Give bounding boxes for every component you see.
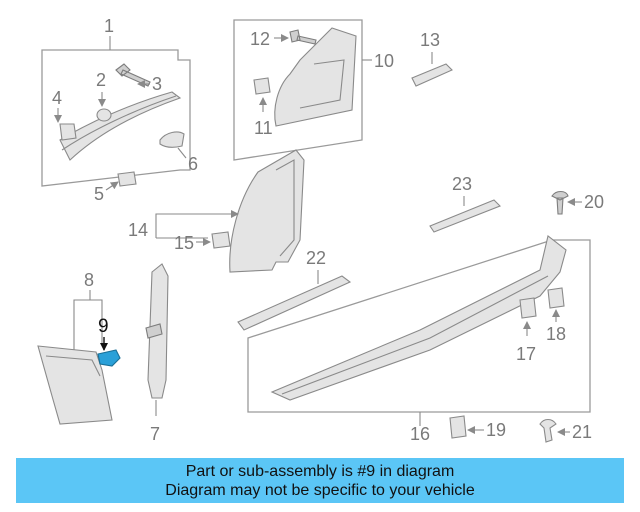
- part-19-clip: [449, 415, 467, 439]
- group-1-box: [41, 49, 191, 187]
- callout-16: 16: [410, 424, 430, 444]
- callout-6-leader: [177, 147, 187, 159]
- part-10-trim-inner: [299, 59, 345, 109]
- info-banner: Part or sub-assembly is #9 in diagram Di…: [16, 458, 624, 503]
- callout-5: 5: [94, 184, 104, 204]
- part-13-cover: [411, 63, 453, 87]
- part-8-kick-panel-edge: [45, 355, 101, 377]
- part-22-strip: [237, 275, 352, 331]
- part-7-tab: [145, 323, 163, 339]
- part-21-clip: [539, 418, 557, 443]
- part-11-clip: [253, 77, 271, 95]
- part-17-clip: [519, 297, 537, 319]
- part-2-bolt: [115, 63, 151, 87]
- part-23-strip: [429, 199, 501, 233]
- callout-1: 1: [104, 16, 114, 36]
- part-8-kick-panel: [37, 345, 113, 425]
- part-2-clip: [96, 108, 112, 122]
- callout-4: 4: [52, 88, 62, 108]
- callout-10: 10: [374, 51, 394, 71]
- callout-22: 22: [306, 248, 326, 268]
- part-10-trim: [274, 27, 357, 127]
- part-12-screw: [289, 29, 317, 45]
- callout-11: 11: [254, 118, 273, 138]
- callout-2: 2: [96, 70, 106, 90]
- callout-7: 7: [150, 424, 160, 444]
- callout-23: 23: [452, 174, 472, 194]
- banner-line-1: Part or sub-assembly is #9 in diagram: [185, 462, 455, 480]
- part-16-sill-plate: [270, 235, 567, 401]
- callout-3: 3: [152, 74, 162, 94]
- group-16-box: [247, 239, 591, 413]
- part-15-clip: [211, 231, 231, 249]
- parts-diagram: 1 3 2 4 5 6 10 12 11 13 14 15 23: [37, 16, 604, 444]
- callout-15: 15: [174, 233, 194, 253]
- callout-14-leader: [155, 210, 239, 230]
- banner-line-2: Diagram may not be specific to your vehi…: [165, 481, 475, 499]
- callout-14: 14: [128, 220, 148, 240]
- callout-6: 6: [188, 154, 198, 174]
- part-upper-garnish: [59, 91, 182, 161]
- callout-5-leader: [105, 181, 119, 191]
- callout-20: 20: [584, 192, 604, 212]
- callout-8: 8: [84, 270, 94, 290]
- part-14-pillar-edge: [275, 159, 295, 257]
- part-18-clip: [547, 287, 565, 309]
- part-4-clip: [59, 123, 77, 141]
- callout-9: 9: [98, 316, 109, 337]
- part-5-clip: [117, 171, 137, 187]
- part-upper-garnish-edge: [61, 95, 177, 151]
- callout-18: 18: [546, 324, 566, 344]
- callout-12: 12: [250, 29, 270, 49]
- callout-8-bracket: [73, 299, 103, 352]
- callout-13: 13: [420, 30, 440, 50]
- part-14-pillar-trim: [229, 149, 305, 273]
- callout-19: 19: [486, 420, 506, 440]
- group-10-box: [233, 19, 363, 161]
- part-6-cap: [159, 131, 185, 148]
- part-16-sill-edge: [281, 275, 549, 395]
- callout-17: 17: [516, 344, 536, 364]
- part-9-clip-highlighted: [97, 349, 121, 367]
- callout-21: 21: [572, 422, 592, 442]
- part-20-bolt: [551, 190, 569, 215]
